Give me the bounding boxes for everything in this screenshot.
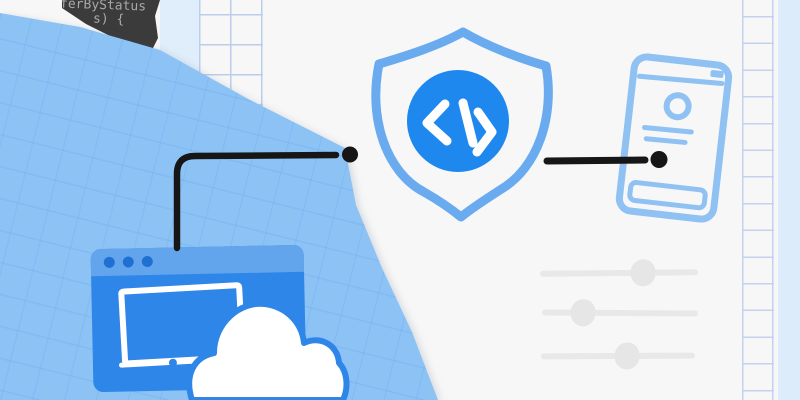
code-badge-circle bbox=[407, 70, 509, 172]
window-control-dot bbox=[122, 256, 134, 268]
cloud-shape bbox=[186, 300, 350, 400]
slider-handle bbox=[569, 299, 596, 327]
phone-bottom-bar bbox=[626, 179, 709, 212]
shield-outline bbox=[371, 27, 553, 222]
slider-handle bbox=[630, 259, 656, 287]
slider-track bbox=[540, 342, 696, 370]
slider-track bbox=[541, 299, 699, 327]
phone-notch bbox=[710, 69, 724, 79]
browser-line-dot bbox=[168, 358, 178, 367]
phone-text-line bbox=[641, 124, 695, 135]
paper-strip-right bbox=[778, 0, 800, 400]
shield-icon bbox=[371, 27, 553, 222]
grid-paper-band-right bbox=[742, 0, 774, 400]
cloud-icon bbox=[186, 300, 350, 400]
slider-handle bbox=[614, 342, 640, 370]
code-icon bbox=[422, 98, 497, 157]
browser-titlebar bbox=[90, 244, 305, 277]
window-control-dot bbox=[103, 256, 115, 268]
phone-icon bbox=[614, 51, 734, 225]
window-control-dot bbox=[141, 255, 153, 268]
phone-avatar-circle bbox=[662, 90, 694, 122]
phone-text-line bbox=[643, 135, 688, 146]
